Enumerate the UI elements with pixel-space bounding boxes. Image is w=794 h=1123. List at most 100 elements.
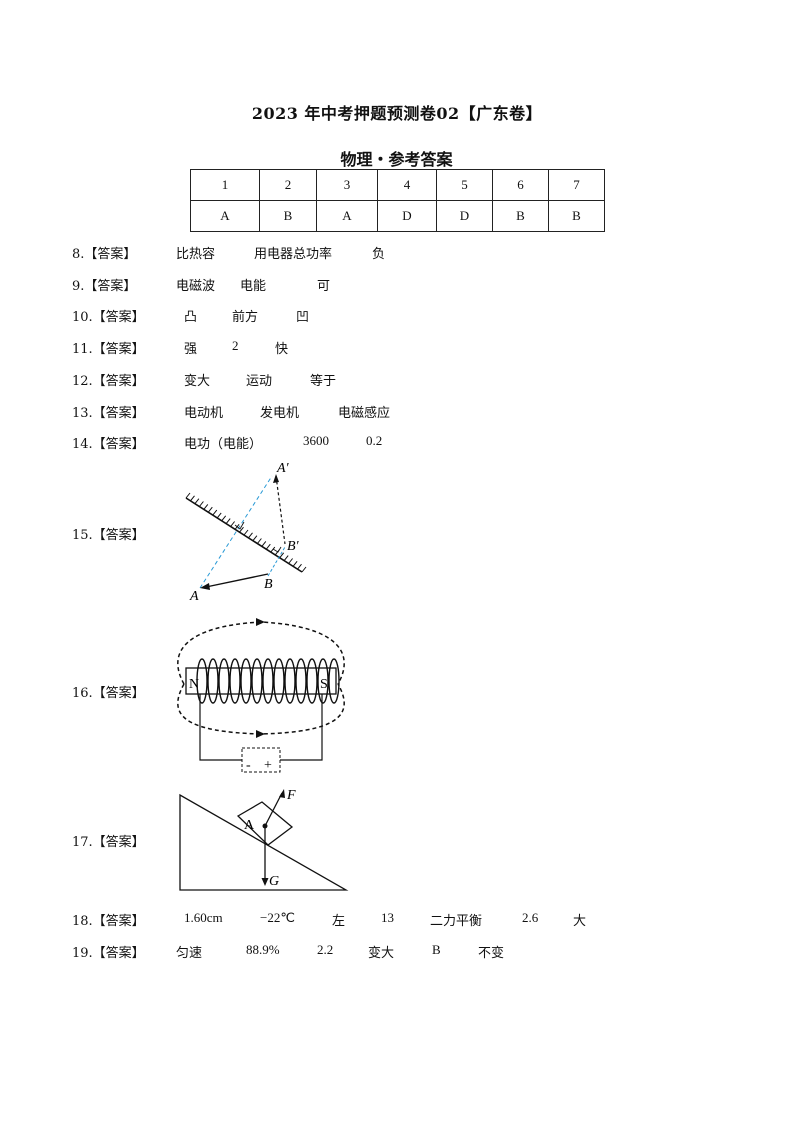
coil-turn bbox=[251, 658, 263, 704]
answer-item: 电功（电能） bbox=[184, 437, 263, 452]
answer-item: 二力平衡 bbox=[430, 914, 483, 929]
symmetry-line-b bbox=[267, 546, 286, 577]
pole-south: S bbox=[320, 677, 328, 692]
circuit-wire bbox=[199, 694, 242, 761]
answer-item: 0.2 bbox=[366, 433, 383, 448]
pole-north: N bbox=[189, 677, 199, 692]
coil-turn bbox=[207, 658, 219, 704]
field-arrow-bottom bbox=[256, 730, 265, 738]
field-arrow-top bbox=[256, 618, 265, 626]
answer-item: 比热容 bbox=[176, 247, 216, 262]
answer-label: 9.【答案】 bbox=[72, 279, 137, 294]
answer-item: 电能 bbox=[240, 279, 267, 294]
answer-item: 不变 bbox=[478, 946, 505, 961]
table-cell: A bbox=[190, 200, 260, 232]
table-cell: 3 bbox=[316, 169, 378, 201]
answer-item: 快 bbox=[275, 342, 289, 357]
coil-turn bbox=[240, 658, 252, 704]
table-row-numbers: 1 2 3 4 5 6 7 bbox=[190, 169, 605, 201]
answer-item: 可 bbox=[317, 279, 331, 294]
mirror-reflection-diagram: A′ B′ B A bbox=[185, 461, 307, 604]
answer-label: 13.【答案】 bbox=[72, 406, 145, 421]
arrowhead bbox=[273, 474, 279, 483]
answer-item: 负 bbox=[372, 247, 386, 262]
battery-box bbox=[241, 747, 281, 773]
coil-windings bbox=[196, 658, 340, 704]
answer-item: 左 bbox=[332, 914, 346, 929]
object-arrow-ab bbox=[205, 573, 269, 588]
answer-item: 凸 bbox=[184, 310, 198, 325]
table-cell: B bbox=[492, 200, 549, 232]
circuit-wire bbox=[280, 694, 323, 761]
answer-label: 14.【答案】 bbox=[72, 437, 145, 452]
answer-label: 15.【答案】 bbox=[72, 528, 145, 543]
arrowhead bbox=[261, 878, 269, 886]
coil-turn bbox=[273, 658, 285, 704]
page-title: 2023 年中考押题预测卷02【广东卷】 bbox=[251, 104, 543, 123]
table-cell: 1 bbox=[190, 169, 260, 201]
right-angle-mark bbox=[272, 546, 282, 553]
multiple-choice-table: 1 2 3 4 5 6 7 A B A D D B B bbox=[190, 169, 605, 232]
battery-plus: + bbox=[264, 758, 272, 773]
table-cell: 2 bbox=[259, 169, 317, 201]
table-cell: B bbox=[259, 200, 317, 232]
answer-item: 发电机 bbox=[260, 406, 300, 421]
label-point-a: A bbox=[189, 589, 199, 604]
table-cell: B bbox=[548, 200, 605, 232]
answer-label: 17.【答案】 bbox=[72, 835, 145, 850]
coil-turn bbox=[284, 658, 296, 704]
label-point-b: B bbox=[264, 577, 273, 592]
answer-label: 19.【答案】 bbox=[72, 946, 145, 961]
answer-item: 2.6 bbox=[522, 910, 539, 925]
table-cell: A bbox=[316, 200, 378, 232]
mirror-hatching bbox=[185, 492, 307, 573]
solenoid-diagram: N S - + bbox=[177, 618, 345, 773]
answer-item: 匀速 bbox=[176, 946, 203, 961]
answer-label: 10.【答案】 bbox=[72, 310, 145, 325]
incline-force-diagram: A F G bbox=[179, 788, 349, 891]
field-line-bottom bbox=[177, 683, 345, 735]
label-image-a: A′ bbox=[276, 461, 290, 476]
coil-turn bbox=[218, 658, 230, 704]
answer-item: 3600 bbox=[303, 433, 329, 448]
arrowhead bbox=[200, 583, 210, 590]
incline-triangle bbox=[179, 793, 349, 891]
answer-item: 电磁感应 bbox=[338, 406, 391, 421]
coil-turn bbox=[306, 658, 318, 704]
coil-turn bbox=[229, 658, 241, 704]
symmetry-line-a bbox=[199, 475, 273, 589]
coil-turn bbox=[328, 658, 340, 704]
answer-item: −22℃ bbox=[260, 910, 295, 925]
coil-turn bbox=[317, 658, 329, 704]
answer-item: 用电器总功率 bbox=[254, 247, 333, 262]
answer-item: 变大 bbox=[368, 946, 395, 961]
page-subtitle: 物理・参考答案 bbox=[340, 150, 453, 169]
answer-item: 2 bbox=[232, 338, 239, 353]
table-cell: 7 bbox=[548, 169, 605, 201]
coil-turn bbox=[295, 658, 307, 704]
answer-item: 变大 bbox=[184, 374, 211, 389]
block-label: A bbox=[244, 818, 255, 833]
answer-item: 凹 bbox=[296, 310, 310, 325]
answer-item: 大 bbox=[573, 914, 587, 929]
table-cell: 5 bbox=[436, 169, 493, 201]
table-cell: 6 bbox=[492, 169, 549, 201]
answer-label: 12.【答案】 bbox=[72, 374, 145, 389]
coil-turn bbox=[196, 658, 208, 704]
answer-item: B bbox=[432, 942, 441, 957]
answer-item: 运动 bbox=[246, 374, 273, 389]
answer-item: 88.9% bbox=[246, 942, 280, 957]
image-line-ab bbox=[275, 475, 286, 545]
table-cell: D bbox=[377, 200, 437, 232]
force-f-label: F bbox=[286, 788, 296, 803]
right-angle-mark bbox=[234, 521, 245, 530]
force-f-arrow bbox=[264, 792, 283, 827]
answer-item: 强 bbox=[184, 342, 198, 357]
arrowhead bbox=[279, 789, 285, 798]
answer-item: 等于 bbox=[310, 374, 337, 389]
label-image-b: B′ bbox=[287, 539, 300, 554]
answer-item: 电动机 bbox=[184, 406, 224, 421]
answer-label: 16.【答案】 bbox=[72, 686, 145, 701]
answer-item: 2.2 bbox=[317, 942, 334, 957]
table-row-answers: A B A D D B B bbox=[190, 200, 605, 232]
